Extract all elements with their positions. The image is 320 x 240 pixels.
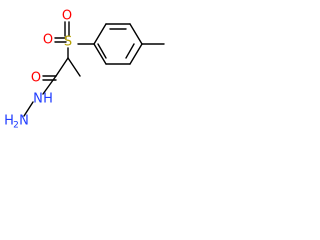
terminal-hydrogen-label: H — [4, 114, 14, 129]
alpha-carbonyl-bond — [55, 57, 69, 77]
ring-double-bond-3 — [97, 43, 107, 59]
ring-bond-1 — [93, 23, 107, 45]
terminal-nitrogen-label: N — [19, 114, 29, 129]
sulfur-atom-label: S — [64, 35, 72, 50]
structure-canvas: S O O O N H N H 2 — [0, 0, 180, 135]
ring-double-bond-2 — [125, 43, 135, 59]
ring-bond-4 — [129, 43, 143, 65]
nitrogen-nitrogen-bond — [23, 101, 34, 117]
terminal-hydrogen-count-label: 2 — [13, 121, 19, 131]
carbonyl-nitrogen-bond — [42, 75, 57, 95]
carbonyl-oxygen-label: O — [31, 71, 41, 86]
molecule-diagram: S O O O N H N H 2 — [4, 9, 165, 131]
bond-layer — [23, 21, 165, 117]
atom-label-layer: S O O O N H N H 2 — [4, 9, 72, 131]
alpha-methyl-bond — [67, 57, 81, 77]
amide-nitrogen-label: N — [33, 92, 43, 107]
sulfur-oxygen-top-label: O — [62, 9, 72, 24]
amide-hydrogen-label: H — [43, 92, 53, 107]
sulfur-oxygen-left-label: O — [43, 33, 53, 48]
ring-bond-3 — [129, 23, 143, 45]
ring-bond-6 — [93, 43, 107, 65]
